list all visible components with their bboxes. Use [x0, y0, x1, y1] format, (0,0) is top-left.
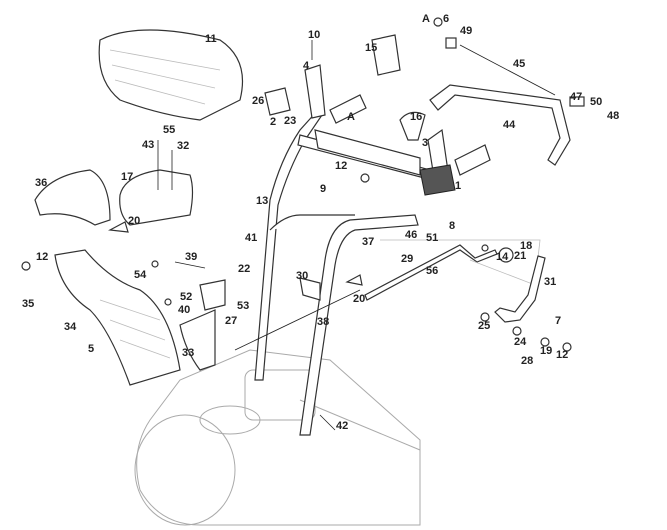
label-37: 37	[362, 236, 374, 248]
label-31: 31	[544, 276, 556, 288]
label-A: A	[422, 13, 430, 25]
label-3: 3	[422, 137, 428, 149]
label-22: 22	[238, 263, 250, 275]
label-27: 27	[225, 315, 237, 327]
label-42: 42	[336, 420, 348, 432]
part-38-rod	[234, 289, 361, 351]
part-31-shift-bracket	[494, 255, 546, 323]
part-49	[445, 37, 457, 49]
label-26: 26	[252, 95, 264, 107]
label-43: 43	[142, 139, 154, 151]
label-53: 53	[237, 300, 249, 312]
part-17-chute-gearbox	[119, 169, 194, 226]
label-50: 50	[590, 96, 602, 108]
label-33: 33	[182, 347, 194, 359]
label-47: 47	[570, 91, 582, 103]
label-54: 54	[134, 269, 147, 281]
part-11-chute-cover	[98, 29, 244, 121]
part-grip-left	[329, 94, 367, 124]
label-49: 49	[460, 25, 472, 37]
label-8: 8	[449, 220, 455, 232]
label-4: 4	[303, 60, 310, 72]
label-28: 28	[521, 355, 533, 367]
label-44: 44	[503, 119, 516, 131]
label-23: 23	[284, 115, 296, 127]
part-27-bracket	[179, 309, 216, 371]
label-5: 5	[88, 343, 94, 355]
label-32: 32	[177, 140, 189, 152]
label-19: 19	[540, 345, 552, 357]
label-A-2: A	[347, 111, 355, 123]
label-12: 12	[335, 160, 347, 172]
part-16-knob	[399, 111, 426, 141]
label-30: 30	[296, 270, 308, 282]
part-5-chute-base	[54, 249, 181, 386]
part-3-grip	[454, 144, 491, 176]
label-11: 11	[205, 33, 217, 45]
label-17: 17	[121, 171, 133, 183]
label-20: 20	[128, 215, 140, 227]
part-36-chute	[34, 169, 111, 226]
part-44-rod	[429, 84, 571, 166]
label-46: 46	[405, 229, 417, 241]
label-36: 36	[35, 177, 47, 189]
part-labels: 11 10 A 6 49 15 45 4 26 2 23 A 16 47 50 …	[22, 13, 619, 432]
label-2: 2	[270, 116, 276, 128]
label-21: 21	[514, 250, 526, 262]
label-35: 35	[22, 298, 34, 310]
label-20-2: 20	[353, 293, 365, 305]
label-34: 34	[64, 321, 77, 333]
part-52-bracket	[199, 279, 226, 311]
label-16: 16	[410, 111, 422, 123]
part-9-dash-panel	[314, 129, 421, 176]
label-38: 38	[317, 316, 329, 328]
label-6: 6	[443, 13, 449, 25]
part-50	[569, 96, 585, 107]
part-21	[498, 247, 514, 263]
label-51: 51	[426, 232, 438, 244]
label-15: 15	[365, 42, 377, 54]
label-25: 25	[478, 320, 490, 332]
label-13: 13	[256, 195, 268, 207]
part-56-shift-rod	[364, 244, 498, 301]
label-45: 45	[513, 58, 525, 70]
auger-housing	[134, 349, 421, 526]
label-12-2: 12	[36, 251, 48, 263]
part-15-grip	[371, 34, 401, 76]
label-10: 10	[308, 29, 320, 41]
label-55: 55	[163, 124, 175, 136]
label-14: 14	[496, 251, 509, 263]
part-45-cable	[459, 44, 556, 96]
label-12-3: 12	[556, 349, 568, 361]
label-29: 29	[401, 253, 413, 265]
label-40: 40	[178, 304, 190, 316]
label-9: 9	[320, 183, 326, 195]
label-24: 24	[514, 336, 527, 348]
label-56: 56	[426, 265, 438, 277]
label-41: 41	[245, 232, 257, 244]
label-48: 48	[607, 110, 619, 122]
label-39: 39	[185, 251, 197, 263]
label-52: 52	[180, 291, 192, 303]
part-6	[433, 17, 443, 27]
hardware	[21, 40, 572, 431]
label-18: 18	[520, 240, 532, 252]
label-7: 7	[555, 315, 561, 327]
label-1: 1	[455, 180, 461, 192]
part-1-control	[419, 164, 456, 196]
part-4-lever	[304, 64, 326, 119]
